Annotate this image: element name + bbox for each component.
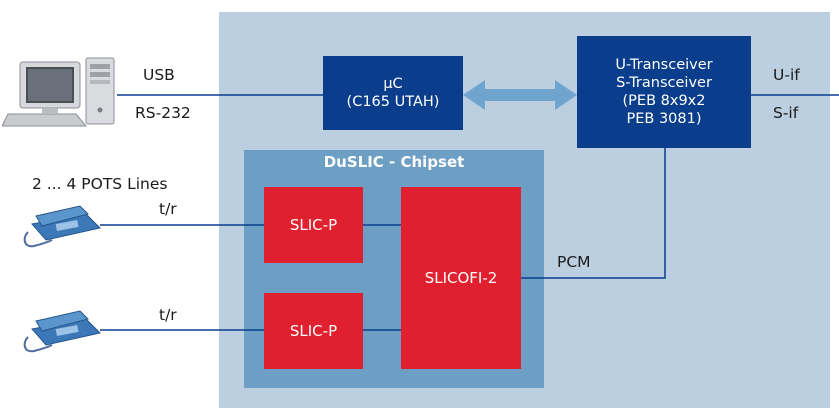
usb-label: USB xyxy=(143,66,175,84)
s-if-label: S-if xyxy=(773,104,799,122)
chipset-title: DuSLIC - Chipset xyxy=(323,153,465,171)
bidirectional-arrow xyxy=(463,80,577,110)
slic-p-bottom-box: SLIC-P xyxy=(264,293,363,369)
telephone-icon xyxy=(23,205,101,248)
pots-lines-label: 2 ... 4 POTS Lines xyxy=(32,175,168,193)
slicofi-2-box: SLICOFI-2 xyxy=(401,187,521,369)
transceiver-part-1: (PEB 8x9x2 xyxy=(622,93,706,109)
desktop-computer-icon xyxy=(2,57,115,127)
transceiver-box: U-Transceiver S-Transceiver (PEB 8x9x2 P… xyxy=(577,36,751,148)
slic-p-top-label: SLIC-P xyxy=(289,216,338,234)
microcontroller-name: µC xyxy=(383,76,403,92)
slicofi-2-label: SLICOFI-2 xyxy=(424,269,498,287)
pcm-line xyxy=(521,148,666,279)
slic-p-bottom-label: SLIC-P xyxy=(289,322,338,340)
tr-label-bottom: t/r xyxy=(159,306,177,324)
u-if-label: U-if xyxy=(773,66,800,84)
telephone-icon xyxy=(23,310,101,353)
u-transceiver-text: U-Transceiver xyxy=(615,57,713,73)
transceiver-part-2: PEB 3081) xyxy=(626,111,702,127)
pcm-label: PCM xyxy=(557,253,591,271)
tr-label-top: t/r xyxy=(159,200,177,218)
microcontroller-box: µC (C165 UTAH) xyxy=(323,56,463,130)
slic-p-top-box: SLIC-P xyxy=(264,187,363,263)
s-transceiver-text: S-Transceiver xyxy=(616,75,712,91)
rs232-label: RS-232 xyxy=(135,104,191,122)
microcontroller-part: (C165 UTAH) xyxy=(346,94,440,110)
